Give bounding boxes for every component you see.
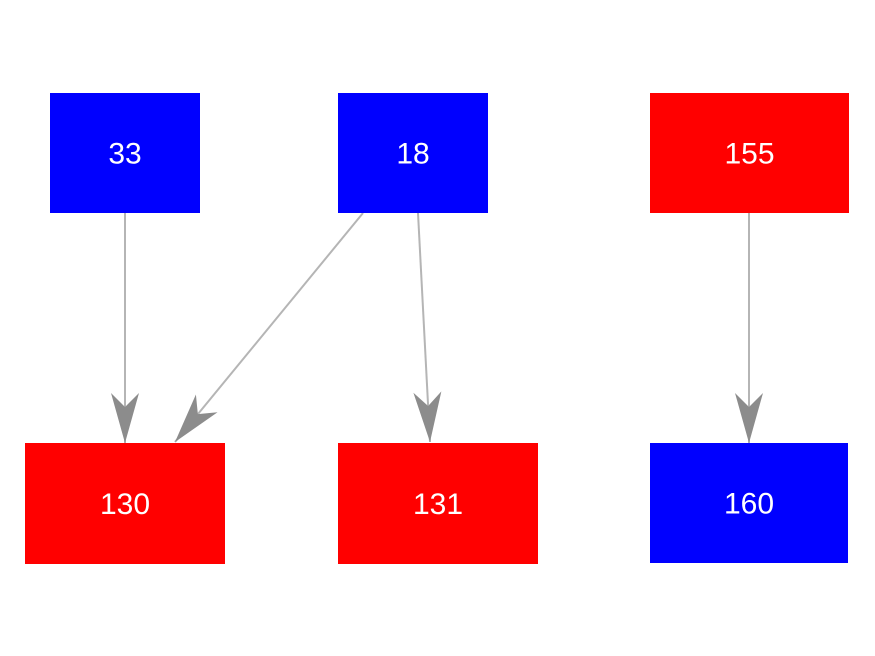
graph-node-18: 18: [338, 93, 488, 213]
edge-arrowhead: [413, 391, 442, 442]
edge-line: [174, 212, 364, 443]
graph-node-160: 160: [650, 443, 848, 563]
node-label: 33: [108, 138, 141, 171]
graph-node-33: 33: [50, 93, 200, 213]
edge-line: [417, 212, 431, 443]
edge-arrowhead: [175, 394, 218, 442]
node-box: [338, 93, 488, 213]
node-label: 160: [724, 488, 774, 521]
node-box: [338, 443, 538, 564]
node-box: [650, 93, 849, 213]
edge-18-to-131: [413, 212, 442, 443]
edge-155-to-160: [735, 213, 763, 443]
edge-arrowhead: [735, 393, 763, 443]
edge-33-to-130: [111, 213, 139, 443]
node-label: 130: [100, 488, 150, 521]
graph-node-131: 131: [338, 443, 538, 564]
node-box: [25, 443, 225, 564]
node-label: 18: [396, 138, 429, 171]
edge-18-to-130: [174, 212, 364, 443]
edge-arrowhead: [111, 393, 139, 443]
node-label: 131: [413, 488, 463, 521]
node-label: 155: [724, 138, 774, 171]
graph-node-155: 155: [650, 93, 849, 213]
node-box: [650, 443, 848, 563]
node-box: [50, 93, 200, 213]
graph-node-130: 130: [25, 443, 225, 564]
